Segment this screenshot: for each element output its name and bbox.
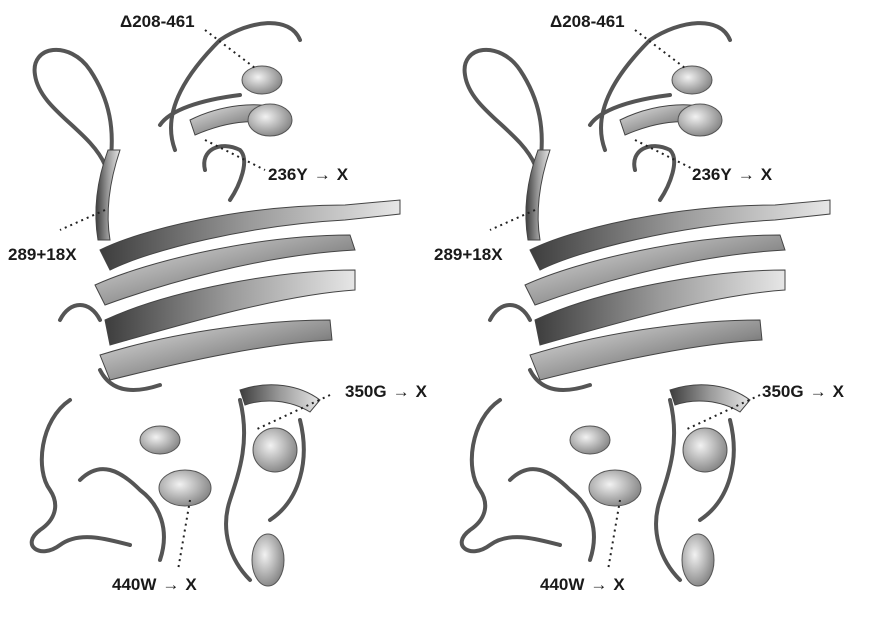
mutation-350-label: 350G → X bbox=[345, 383, 427, 400]
mutation-236-from: 236Y bbox=[268, 165, 308, 184]
mutation-440-from: 440W bbox=[112, 575, 156, 594]
mutation-236-from: 236Y bbox=[692, 165, 732, 184]
right-stereo-panel: Δ208-461 236Y → X 289+18X 350G → X 440W → X bbox=[430, 0, 865, 617]
mutation-236-label: 236Y → X bbox=[692, 166, 772, 183]
left-stereo-panel: Δ208-461 236Y → X 289+18X 350G → X 440W → X bbox=[0, 0, 435, 617]
mutation-440-to: X bbox=[613, 575, 624, 594]
deletion-label: Δ208-461 bbox=[550, 13, 625, 30]
arrow-icon: → bbox=[590, 576, 607, 593]
mutation-350-to: X bbox=[833, 382, 844, 401]
deletion-label: Δ208-461 bbox=[120, 13, 195, 30]
arrow-icon: → bbox=[393, 383, 410, 400]
mutation-350-from: 350G bbox=[345, 382, 387, 401]
mutation-440-label: 440W → X bbox=[112, 576, 197, 593]
mutation-289-label: 289+18X bbox=[8, 246, 77, 263]
arrow-icon: → bbox=[738, 166, 755, 183]
mutation-350-to: X bbox=[416, 382, 427, 401]
ribbon-sheets bbox=[525, 105, 830, 412]
ribbon-sheets bbox=[95, 105, 400, 412]
arrow-icon: → bbox=[314, 166, 331, 183]
arrow-icon: → bbox=[162, 576, 179, 593]
mutation-440-label: 440W → X bbox=[540, 576, 625, 593]
mutation-440-to: X bbox=[185, 575, 196, 594]
arrow-icon: → bbox=[810, 383, 827, 400]
mutation-289-label: 289+18X bbox=[434, 246, 503, 263]
mutation-440-from: 440W bbox=[540, 575, 584, 594]
mutation-350-from: 350G bbox=[762, 382, 804, 401]
mutation-236-to: X bbox=[761, 165, 772, 184]
mutation-236-to: X bbox=[337, 165, 348, 184]
protein-ribbon-right bbox=[430, 0, 865, 617]
mutation-350-label: 350G → X bbox=[762, 383, 844, 400]
protein-ribbon-left bbox=[0, 0, 435, 617]
mutation-236-label: 236Y → X bbox=[268, 166, 348, 183]
